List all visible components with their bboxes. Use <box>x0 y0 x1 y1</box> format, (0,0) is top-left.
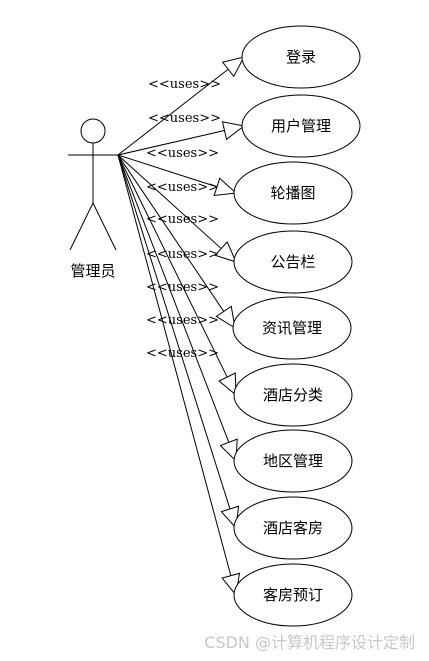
use-case-label: 轮播图 <box>270 184 315 202</box>
use-case-5[interactable]: 资讯管理 <box>232 296 352 360</box>
uses-label: <<uses>> <box>146 146 219 161</box>
use-case-label: 地区管理 <box>263 452 323 470</box>
uses-label: <<uses>> <box>146 346 219 361</box>
uses-label: <<uses>> <box>148 77 221 92</box>
watermark: CSDN @计算机程序设计定制 <box>204 633 415 652</box>
use-case-9[interactable]: 客房预订 <box>233 563 353 627</box>
actor-label: 管理员 <box>70 262 115 280</box>
association-8: <<uses>> <box>117 154 240 530</box>
association-line <box>117 68 229 156</box>
use-case-8[interactable]: 酒店客房 <box>233 496 353 560</box>
open-arrowhead <box>218 372 237 397</box>
association-3: <<uses>> <box>117 146 238 197</box>
use-case-ellipse[interactable] <box>233 563 353 627</box>
uses-label: <<uses>> <box>146 212 219 227</box>
use-case-ellipse[interactable] <box>233 496 353 560</box>
use-case-2[interactable]: 用户管理 <box>241 94 361 158</box>
uses-label: <<uses>> <box>146 280 219 295</box>
actor-right-leg <box>92 202 117 251</box>
use-case-6[interactable]: 酒店分类 <box>233 363 353 427</box>
use-case-7[interactable]: 地区管理 <box>233 429 353 493</box>
use-case-label: 用户管理 <box>271 117 331 135</box>
association-line <box>117 154 230 443</box>
use-case-label: 资讯管理 <box>262 319 322 337</box>
open-arrowhead <box>221 121 246 141</box>
association-9: <<uses>> <box>117 154 241 597</box>
association-line <box>117 154 225 312</box>
use-case-ellipse[interactable] <box>241 94 361 158</box>
open-arrowhead <box>214 240 237 263</box>
uses-label: <<uses>> <box>146 313 219 328</box>
association-4: <<uses>> <box>117 154 237 263</box>
use-case-label: 客房预订 <box>263 586 323 604</box>
open-arrowhead <box>221 56 245 78</box>
open-arrowhead <box>213 177 238 197</box>
use-case-4[interactable]: 公告栏 <box>233 230 353 294</box>
association-line <box>117 154 222 249</box>
use-case-ellipse[interactable] <box>233 429 353 493</box>
association-line <box>117 154 232 576</box>
use-case-ellipse[interactable] <box>233 161 353 225</box>
open-arrowhead <box>215 305 236 330</box>
use-case-label: 公告栏 <box>270 253 315 271</box>
association-links: <<uses>> <<uses>> <<uses>> <<uses>> <<uses>>… <box>117 56 246 597</box>
association-5: <<uses>> <box>117 154 236 330</box>
open-arrowhead <box>219 438 238 463</box>
association-line <box>117 154 228 378</box>
association-1: <<uses>> <box>117 56 245 156</box>
association-line <box>117 154 231 510</box>
use-case-ellipse[interactable] <box>233 363 353 427</box>
association-7: <<uses>> <box>117 154 238 463</box>
actor-left-leg <box>69 202 94 251</box>
association-line <box>117 129 225 156</box>
actor-admin: 管理员 <box>68 118 118 280</box>
use-case-ellipse[interactable] <box>241 25 361 89</box>
association-line <box>117 154 218 188</box>
use-case-label: 登录 <box>286 48 316 66</box>
use-case-label: 酒店分类 <box>263 386 323 404</box>
use-case-3[interactable]: 轮播图 <box>233 161 353 225</box>
association-6: <<uses>> <box>117 154 237 397</box>
uses-label: <<uses>> <box>146 247 219 262</box>
association-2: <<uses>> <box>117 111 246 156</box>
uses-label: <<uses>> <box>148 111 221 126</box>
use-case-label: 酒店客房 <box>263 519 323 537</box>
use-case-ellipse[interactable] <box>233 230 353 294</box>
use-case-ellipse[interactable] <box>232 296 352 360</box>
use-case-1[interactable]: 登录 <box>241 25 361 89</box>
uses-label: <<uses>> <box>146 180 219 195</box>
actor-head <box>80 118 106 144</box>
